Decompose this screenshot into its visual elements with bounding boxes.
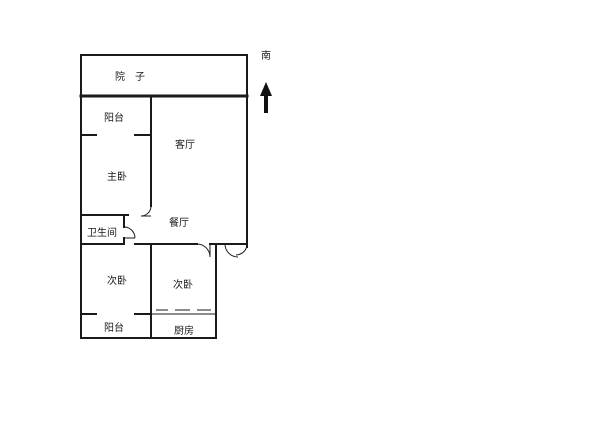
kitchen-label: 厨房 xyxy=(174,324,194,337)
compass-indicator: 南 xyxy=(260,49,272,113)
balcony-top-label: 阳台 xyxy=(104,111,124,124)
living-room-label: 客厅 xyxy=(175,138,195,151)
courtyard-area xyxy=(79,54,249,98)
master-bedroom-door xyxy=(140,205,152,217)
south-label: 南 xyxy=(261,49,271,62)
left-column-walls xyxy=(80,95,152,315)
arrow-shaft xyxy=(264,95,268,113)
up-arrow-icon xyxy=(260,82,272,96)
second-bedroom-left-label: 次卧 xyxy=(107,274,127,287)
bathroom-label: 卫生间 xyxy=(87,226,117,239)
entrance-door-right xyxy=(235,243,248,256)
courtyard-label: 院 子 xyxy=(115,70,145,83)
dining-room-label: 餐厅 xyxy=(169,216,189,229)
outer-walls xyxy=(80,95,248,339)
bottom-right-walls xyxy=(134,243,248,339)
balcony-bottom-label: 阳台 xyxy=(104,321,124,334)
room-labels: 院 子 阳台 主卧 客厅 餐厅 卫生间 次卧 次卧 阳台 厨房 xyxy=(87,70,195,337)
courtyard-outline xyxy=(80,54,248,97)
entrance-door-left xyxy=(224,243,239,258)
second-bedroom-door xyxy=(196,243,211,258)
master-bedroom-label: 主卧 xyxy=(107,170,127,183)
bathroom-door xyxy=(123,226,136,239)
doors xyxy=(123,205,248,258)
second-bedroom-right-label: 次卧 xyxy=(173,278,193,291)
